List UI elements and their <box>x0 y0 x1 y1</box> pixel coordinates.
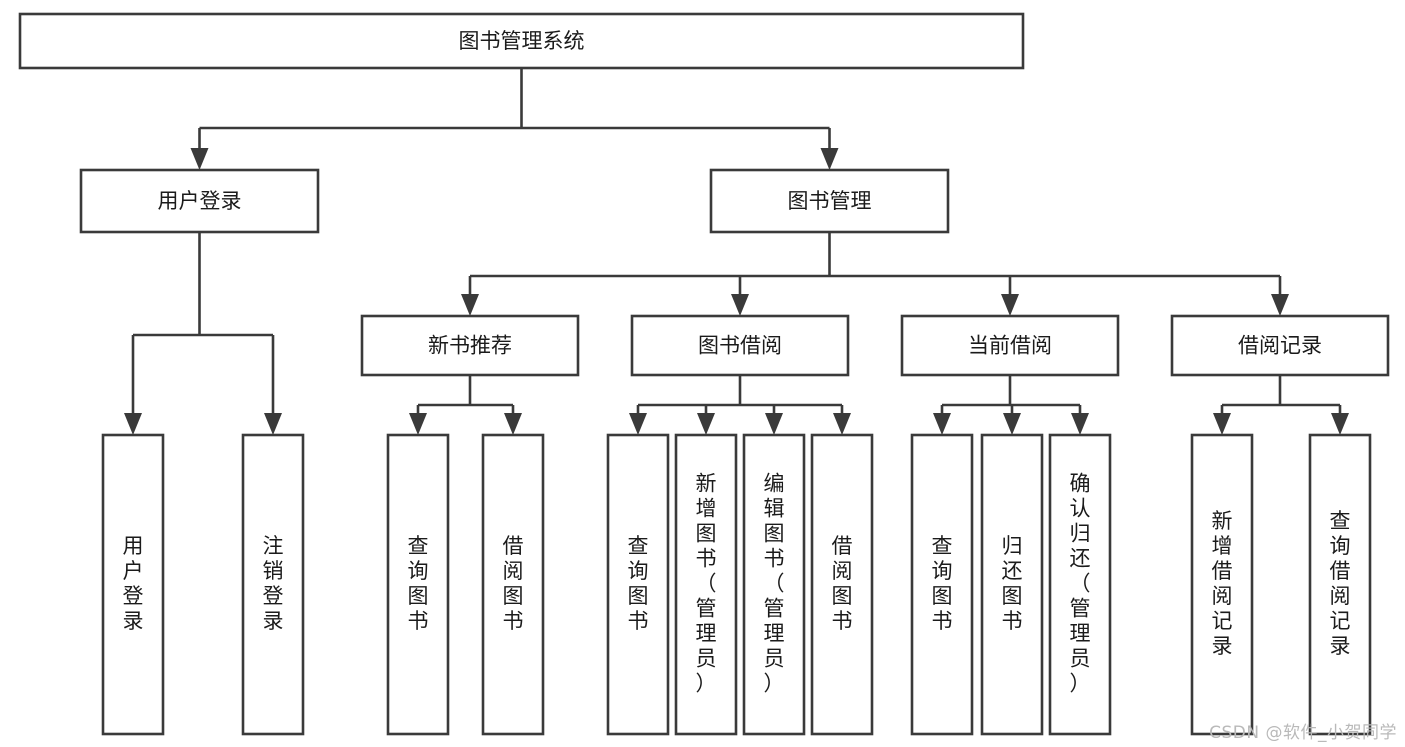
node-book-management[interactable] <box>709 168 950 234</box>
node-current-borrow[interactable] <box>900 314 1120 377</box>
node-borrow-record-label: 借阅记录 <box>1238 334 1322 358</box>
node-leaf-add-record-label: 新增借阅记录 <box>1212 509 1233 658</box>
node-book-borrow[interactable] <box>630 314 850 377</box>
node-leaf-query-book-3[interactable] <box>910 433 974 736</box>
arrow-leaf-query-book-2-arrowhead-icon <box>629 413 647 435</box>
node-new-book-recommend[interactable] <box>360 314 580 377</box>
node-leaf-user-login[interactable] <box>101 433 165 736</box>
node-leaf-return-book-label: 归还图书 <box>1002 534 1023 633</box>
arrow-user-login-arrowhead-icon <box>190 148 209 170</box>
node-leaf-borrow-book-1-label: 借阅图书 <box>503 534 524 633</box>
node-leaf-query-book-2-label: 查询图书 <box>628 534 649 633</box>
arrow-leaf-confirm-return-arrowhead-icon <box>1071 413 1089 435</box>
arrow-current-borrow-arrowhead-icon <box>1001 294 1019 316</box>
node-new-book-recommend-label: 新书推荐 <box>428 334 512 358</box>
arrow-leaf-borrow-book-2-arrowhead-icon <box>833 413 851 435</box>
node-leaf-borrow-book-2[interactable] <box>810 433 874 736</box>
arrow-new-book-recommend-arrowhead-icon <box>461 294 479 316</box>
node-leaf-confirm-return-label: 确认归还（管理员） <box>1070 472 1091 696</box>
arrow-leaf-query-record-arrowhead-icon <box>1331 413 1349 435</box>
arrow-borrow-record-arrowhead-icon <box>1271 294 1289 316</box>
node-current-borrow-label: 当前借阅 <box>968 334 1052 358</box>
node-leaf-query-record[interactable] <box>1308 433 1372 736</box>
arrow-leaf-borrow-book-1-arrowhead-icon <box>504 413 522 435</box>
arrow-leaf-edit-book-arrowhead-icon <box>765 413 783 435</box>
node-leaf-add-book-label: 新增图书（管理员） <box>696 472 717 696</box>
node-leaf-user-login-label: 用户登录 <box>123 534 144 633</box>
node-book-management-label: 图书管理 <box>788 189 872 213</box>
node-leaf-edit-book[interactable] <box>742 433 806 736</box>
node-leaf-add-record[interactable] <box>1190 433 1254 736</box>
arrow-leaf-query-book-3-arrowhead-icon <box>933 413 951 435</box>
node-leaf-confirm-return[interactable] <box>1048 433 1112 736</box>
node-layer: 图书管理系统用户登录图书管理新书推荐图书借阅当前借阅借阅记录用户登录注销登录查询… <box>18 12 1390 736</box>
node-root[interactable] <box>18 12 1025 70</box>
node-leaf-borrow-book-1[interactable] <box>481 433 545 736</box>
node-leaf-return-book[interactable] <box>980 433 1044 736</box>
arrow-book-borrow-arrowhead-icon <box>731 294 749 316</box>
node-leaf-logout-login[interactable] <box>241 433 305 736</box>
arrow-leaf-user-login-arrowhead-icon <box>124 413 142 435</box>
arrow-leaf-return-book-arrowhead-icon <box>1003 413 1021 435</box>
node-leaf-borrow-book-2-label: 借阅图书 <box>832 534 853 633</box>
arrow-leaf-query-book-1-arrowhead-icon <box>409 413 427 435</box>
node-leaf-query-book-1[interactable] <box>386 433 450 736</box>
arrow-leaf-logout-login-arrowhead-icon <box>264 413 282 435</box>
node-leaf-edit-book-label: 编辑图书（管理员） <box>764 472 785 696</box>
node-leaf-logout-login-label: 注销登录 <box>263 534 284 633</box>
arrow-leaf-add-book-arrowhead-icon <box>697 413 715 435</box>
node-leaf-query-book-3-label: 查询图书 <box>932 534 953 633</box>
node-user-login-label: 用户登录 <box>158 189 242 213</box>
node-book-borrow-label: 图书借阅 <box>698 334 782 358</box>
connector-layer <box>124 68 1349 435</box>
arrow-leaf-add-record-arrowhead-icon <box>1213 413 1231 435</box>
arrow-book-management-arrowhead-icon <box>820 148 839 170</box>
node-leaf-add-book[interactable] <box>674 433 738 736</box>
node-borrow-record[interactable] <box>1170 314 1390 377</box>
node-user-login[interactable] <box>79 168 320 234</box>
node-leaf-query-book-1-label: 查询图书 <box>408 534 429 633</box>
node-leaf-query-record-label: 查询借阅记录 <box>1330 509 1351 658</box>
csdn-watermark: CSDN @软件_小贺同学 <box>1209 723 1397 743</box>
node-leaf-query-book-2[interactable] <box>606 433 670 736</box>
node-root-label: 图书管理系统 <box>459 29 585 53</box>
